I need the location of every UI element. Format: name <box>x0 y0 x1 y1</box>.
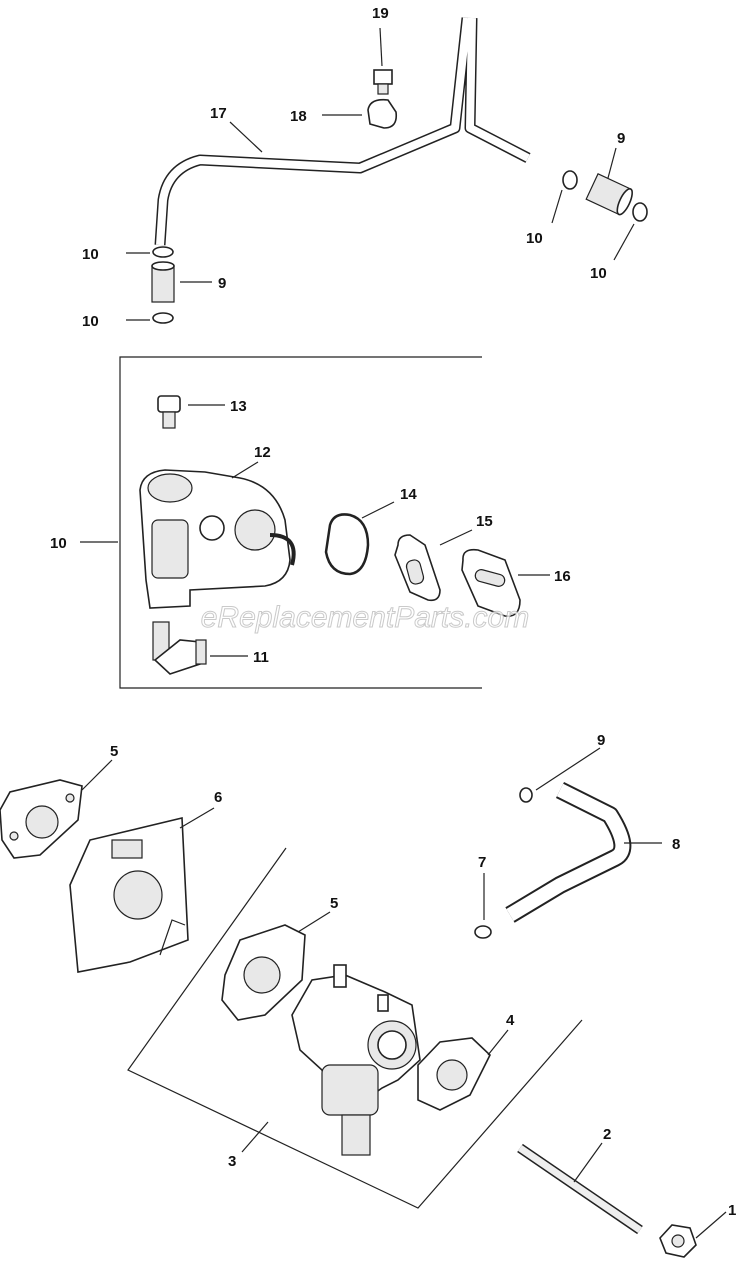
clip-part[interactable] <box>367 98 398 129</box>
elbow-fitting-part[interactable] <box>152 621 207 675</box>
clamp-part[interactable] <box>474 925 492 939</box>
carburetor-part[interactable] <box>291 964 421 1156</box>
gasket-part[interactable] <box>417 1037 491 1111</box>
callout-11: 11 <box>253 649 269 666</box>
callout-9: 9 <box>617 130 625 147</box>
callout-18: 18 <box>290 108 307 125</box>
callout-1: 1 <box>728 1202 736 1219</box>
callout-4: 4 <box>506 1012 515 1029</box>
fitting-part[interactable] <box>157 395 181 429</box>
plate-part[interactable] <box>461 548 521 617</box>
callout-10: 10 <box>82 313 99 330</box>
callout-13: 13 <box>230 398 247 415</box>
callout-14: 14 <box>400 486 417 503</box>
callout-17: 17 <box>210 105 227 122</box>
bolt-part[interactable] <box>517 1143 643 1235</box>
callout-10: 10 <box>50 535 67 552</box>
clamp-part[interactable] <box>519 787 533 803</box>
nut-part[interactable] <box>659 1224 697 1258</box>
callout-16: 16 <box>554 568 571 585</box>
callout-10: 10 <box>82 246 99 263</box>
carburetor-group-bracket <box>127 847 583 1209</box>
callout-15: 15 <box>476 513 493 530</box>
screw-part[interactable] <box>373 69 393 95</box>
clamp-part[interactable] <box>152 312 174 324</box>
callout-8: 8 <box>672 836 680 853</box>
callout-19: 19 <box>372 5 389 22</box>
hose-part[interactable] <box>585 173 635 217</box>
clamp-part[interactable] <box>152 246 174 258</box>
callout-3: 3 <box>228 1153 236 1170</box>
clamp-part[interactable] <box>562 170 578 190</box>
hose-part[interactable] <box>151 261 175 303</box>
callout-5: 5 <box>330 895 338 912</box>
gasket-part[interactable] <box>0 779 83 859</box>
callout-9: 9 <box>597 732 605 749</box>
callout-10: 10 <box>590 265 607 282</box>
clamp-part[interactable] <box>632 202 648 222</box>
watermark-text: eReplacementParts.com <box>201 601 529 634</box>
diaphragm-gasket-part[interactable] <box>324 513 370 576</box>
gasket-part[interactable] <box>221 924 306 1021</box>
callout-12: 12 <box>254 444 271 461</box>
callout-2: 2 <box>603 1126 611 1143</box>
callout-7: 7 <box>478 854 486 871</box>
fuel-pump-group-bracket <box>119 356 482 689</box>
callout-5: 5 <box>110 743 118 760</box>
callout-9: 9 <box>218 275 226 292</box>
fuel-pump-part[interactable] <box>139 469 296 609</box>
callout-10: 10 <box>526 230 543 247</box>
gasket-part[interactable] <box>394 534 441 602</box>
callout-6: 6 <box>214 789 222 806</box>
heat-shield-part[interactable] <box>69 816 189 973</box>
